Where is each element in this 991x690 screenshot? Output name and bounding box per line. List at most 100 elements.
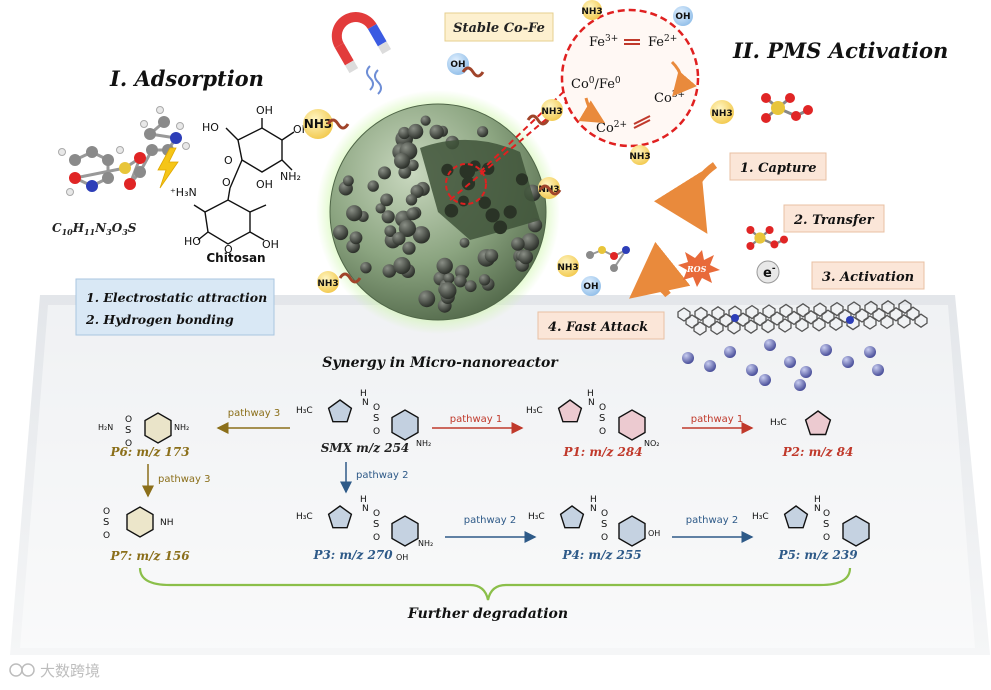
atom [69, 172, 81, 184]
step-activation-label: 3. Activation [822, 270, 914, 285]
step-activation-box [811, 261, 925, 290]
nanoparticle [408, 123, 424, 140]
atom [598, 246, 606, 254]
nh3-bubble [710, 100, 734, 124]
atom [144, 128, 156, 140]
background-plane [10, 295, 990, 655]
nanoparticle [454, 274, 467, 288]
nanoparticle [402, 241, 416, 255]
atom-label: NH₂ [418, 539, 433, 548]
smx-formula: C10H11N3O3S [52, 221, 137, 237]
atom-label: S [599, 413, 605, 424]
nh3-bubble [303, 109, 333, 139]
nanoparticle [375, 203, 386, 214]
nanoparticle [521, 233, 540, 251]
co0-fe0-label: Co0/Fe0 [571, 76, 621, 92]
atom [610, 264, 618, 272]
nh3-bubble [541, 99, 563, 121]
p6-label: P6: m/z 173 [109, 445, 189, 459]
electron-label: e- [763, 264, 776, 281]
step-capture-label: 1. Capture [740, 161, 817, 176]
lightning-icon [157, 147, 179, 189]
atom-label: H₃C [752, 512, 769, 522]
electron-bubble [756, 260, 780, 284]
oh-label: OH [675, 12, 690, 22]
pathway2-label-a: pathway 2 [356, 470, 409, 481]
step-capture-box [729, 152, 827, 181]
atom [134, 166, 146, 178]
magnetic-field-waves [366, 65, 382, 95]
nanoparticle [367, 180, 379, 192]
isoxazole-ring [804, 410, 832, 436]
nanoparticle [380, 193, 393, 207]
atom-label: NO₂ [644, 439, 660, 448]
svg-text:OH: OH [256, 178, 273, 191]
atom [158, 116, 170, 128]
carbon-hexagon [812, 317, 826, 332]
cobalt-ball [794, 379, 806, 391]
oh-bubble [581, 276, 601, 296]
atom-label: NH [160, 518, 174, 528]
atom-label: O [823, 533, 830, 543]
carbon-hexagon [914, 313, 928, 328]
nitrogen-atom [846, 316, 854, 324]
stable-co-fe-label: Stable Co-Fe [453, 21, 545, 36]
mechanism-electrostatic: 1. Electrostatic attraction [86, 290, 267, 305]
nitrogen-atom [731, 314, 739, 322]
svg-text:O: O [224, 243, 233, 256]
nh3-label: NH3 [557, 263, 578, 273]
atom-label: S [103, 517, 109, 528]
step-fast-attack-label: 4. Fast Attack [548, 320, 648, 335]
atom-label: O [373, 403, 380, 413]
atom [124, 178, 136, 190]
pathway1-label-b: pathway 1 [691, 414, 744, 425]
nanoparticle [464, 280, 477, 293]
nh3-label: NH3 [629, 152, 650, 162]
redox-arrows [578, 39, 697, 129]
benzene-ring [391, 409, 419, 441]
atom-label: S [601, 519, 607, 530]
p2-label: P2: m/z 84 [782, 445, 854, 459]
watermark-text: 大数跨境 [40, 662, 100, 680]
atom-label: O [823, 509, 830, 519]
nanoparticle [443, 272, 455, 284]
step-transfer-label: 2. Transfer [793, 213, 875, 228]
atom [102, 154, 114, 166]
nanoparticle [398, 219, 416, 237]
nh3-bubble [317, 271, 339, 293]
benzene-ring [391, 515, 419, 547]
benzene-ring [618, 515, 646, 547]
carbon-hexagon [744, 319, 758, 334]
step-fast-attack-box [537, 311, 665, 340]
stable-co-fe-box [444, 12, 554, 42]
polymer-chain [326, 118, 350, 130]
pathway2-label-c: pathway 2 [686, 515, 739, 526]
atom-label: N [588, 398, 595, 408]
nanoparticle [412, 226, 431, 244]
atom-label: O [601, 533, 608, 543]
carbon-sheet [677, 299, 928, 336]
carbon-hexagon [761, 318, 775, 334]
isoxazole-ring [327, 399, 353, 423]
inner-nanoparticle [478, 196, 491, 209]
nanoparticle [398, 165, 412, 179]
further-degradation-label: Further degradation [407, 606, 568, 622]
atom-label: NH₂ [174, 423, 189, 432]
atom-label: S [823, 519, 829, 530]
ros-label: ROS [686, 264, 707, 274]
nanoparticle [378, 166, 391, 180]
hydrogen-atom [176, 122, 184, 130]
atom-label: NH₂ [416, 439, 431, 448]
nanoparticle [382, 264, 397, 278]
nanoparticle [439, 282, 457, 300]
nanoparticle [406, 207, 420, 221]
nanoparticle [349, 231, 363, 245]
atom-label: H₃C [526, 406, 543, 416]
nanoparticle [343, 175, 354, 187]
hydrogen-atom [116, 146, 124, 154]
carbon-hexagon [897, 314, 911, 329]
oh-label: OH [583, 282, 598, 292]
atom-label: H [814, 495, 821, 505]
cobalt-ball [759, 374, 771, 386]
